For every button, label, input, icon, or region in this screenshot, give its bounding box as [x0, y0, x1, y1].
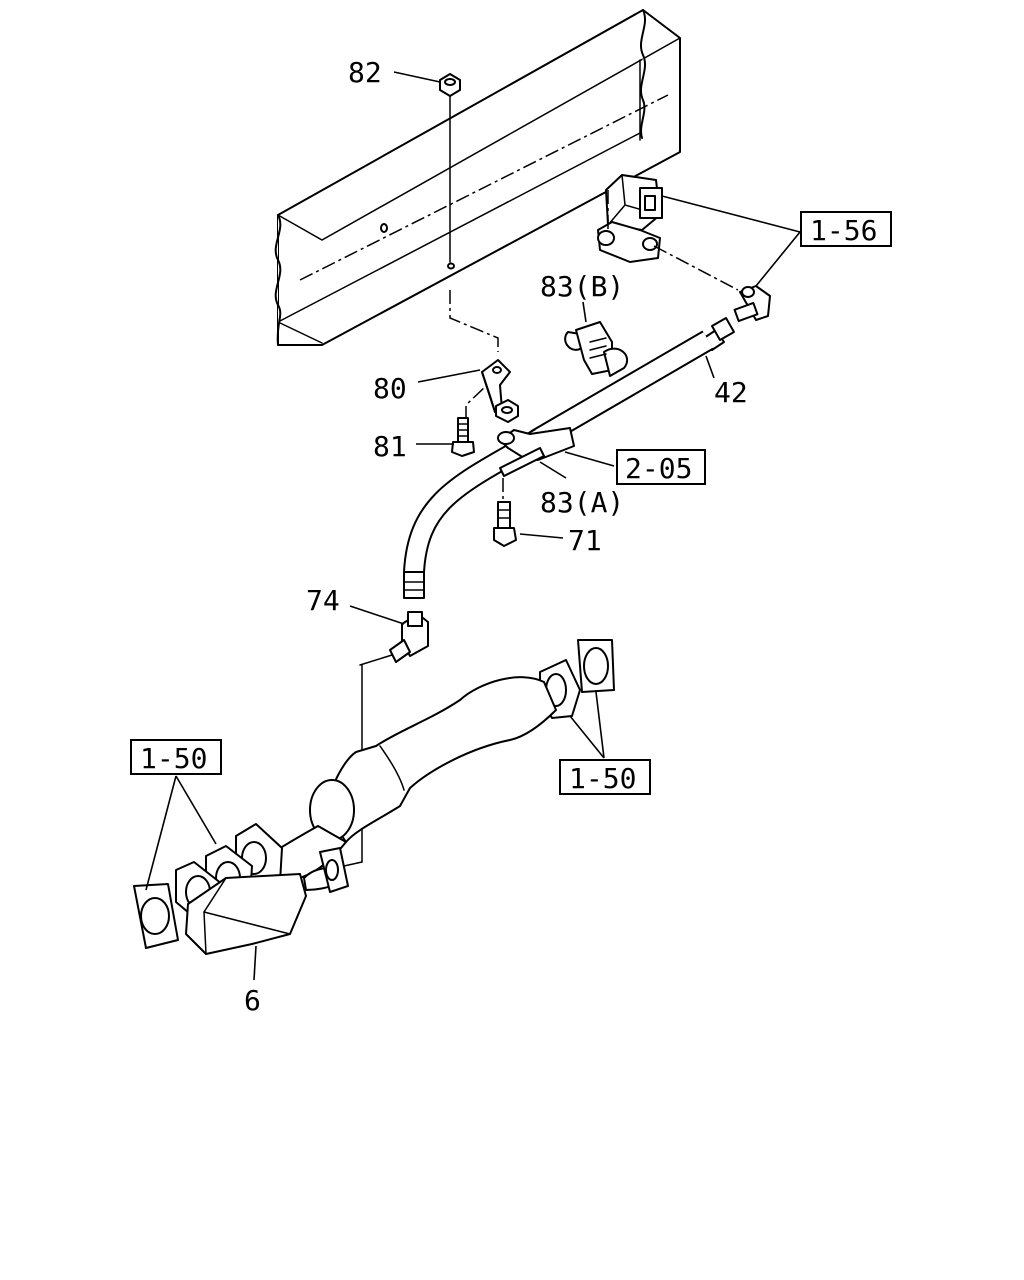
reference-box-1-50-right: 1-50 — [559, 759, 651, 795]
bracket-80 — [449, 290, 519, 423]
reference-box-2-05: 2-05 — [616, 449, 706, 485]
bolt-81 — [451, 417, 475, 457]
bolt-71 — [493, 501, 517, 547]
reference-label-2-05: 2-05 — [625, 452, 692, 485]
clip-83b — [564, 321, 629, 377]
callout-82: 82 — [348, 56, 382, 89]
callout-80: 80 — [373, 372, 407, 405]
callout-71: 71 — [568, 524, 602, 557]
callout-81: 81 — [373, 430, 407, 463]
clip-83a — [497, 427, 575, 500]
callouts: 82 80 81 83(B) 42 83(A) 71 74 6 — [244, 56, 748, 1017]
elbow-fitting — [733, 285, 771, 323]
leader-lines — [145, 71, 801, 981]
exhaust-body-6 — [133, 823, 363, 955]
callout-6: 6 — [244, 984, 261, 1017]
frame-rail — [274, 9, 681, 346]
valve-assembly — [597, 174, 739, 291]
pipe-42 — [403, 317, 735, 599]
reference-label-1-50-right: 1-50 — [569, 762, 636, 795]
callout-83a: 83(A) — [540, 486, 624, 519]
nut-82 — [439, 73, 461, 270]
exhaust-pipe — [263, 639, 615, 881]
reference-box-1-50-left: 1-50 — [130, 739, 222, 775]
callout-83b: 83(B) — [540, 270, 624, 303]
callout-74: 74 — [306, 584, 340, 617]
reference-box-1-56: 1-56 — [800, 211, 892, 247]
reference-label-1-50-left: 1-50 — [140, 742, 207, 775]
callout-42: 42 — [714, 376, 748, 409]
reference-label-1-56: 1-56 — [810, 214, 877, 247]
